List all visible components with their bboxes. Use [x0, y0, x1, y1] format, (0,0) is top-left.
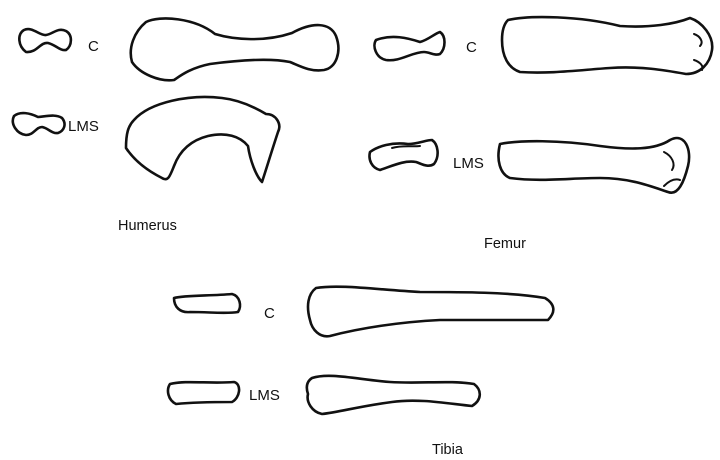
humerus-c-label: C: [88, 38, 99, 55]
femur-lms-cross-section: [369, 140, 437, 170]
humerus-lms-label: LMS: [68, 118, 99, 135]
femur-lms-condyle-line: [664, 152, 680, 186]
femur-c-cross-section: [374, 32, 444, 60]
humerus-group: C LMS Humerus: [13, 18, 339, 234]
femur-lms-label: LMS: [453, 155, 484, 172]
femur-c-label: C: [466, 39, 477, 56]
femur-group: C LMS Femur: [369, 17, 712, 252]
femur-caption: Femur: [484, 236, 526, 252]
humerus-c-longitudinal: [131, 18, 339, 80]
humerus-c-cross-section: [19, 29, 71, 52]
tibia-c-label: C: [264, 305, 275, 322]
femur-lms-cross-section-wall: [392, 146, 420, 148]
femur-c-longitudinal: [502, 17, 712, 74]
tibia-lms-label: LMS: [249, 387, 280, 404]
tibia-c-cross-section: [174, 294, 240, 313]
humerus-lms-longitudinal: [126, 97, 279, 182]
tibia-group: C LMS Tibia: [168, 287, 553, 458]
femur-c-condyle-line: [694, 34, 703, 70]
tibia-caption: Tibia: [432, 442, 464, 458]
tibia-lms-cross-section: [168, 382, 239, 404]
humerus-caption: Humerus: [118, 218, 177, 234]
femur-lms-longitudinal: [498, 138, 689, 193]
humerus-lms-cross-section: [13, 113, 65, 135]
tibia-c-longitudinal: [308, 287, 553, 337]
tibia-lms-longitudinal: [307, 376, 480, 414]
